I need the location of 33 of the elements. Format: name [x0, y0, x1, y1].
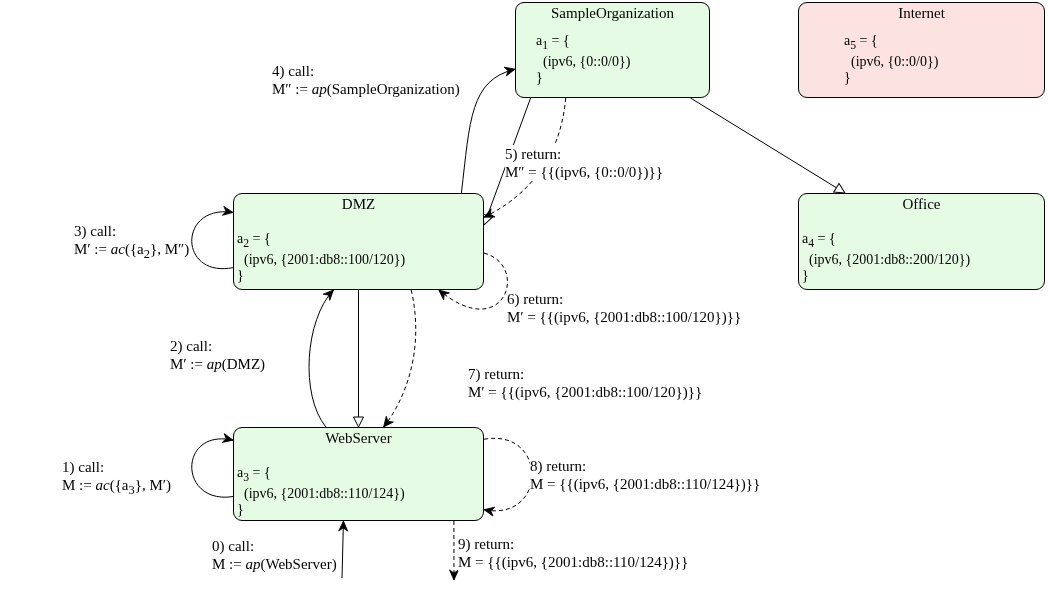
arrow [460, 67, 516, 194]
state-box [233, 193, 484, 290]
arrow [308, 289, 334, 428]
arrow [338, 520, 349, 579]
box-title: Internet [898, 5, 945, 22]
edge-label: 8) return: M = {{(ipv6, {2001:db8::110/124})}} [530, 457, 761, 493]
address-set: a$_{3}$ = { (ipv6, {2001:db8::110/124}) } [237, 465, 405, 518]
self-loop-arrow [191, 434, 234, 498]
box-title: DMZ [341, 196, 376, 213]
box-title: WebServer [325, 430, 392, 447]
edge-label: 5) return: M″ = {{(ipv6, {0::0/0})}} [505, 145, 663, 181]
edge-label: 4) call: M″ := ap(SampleOrganization) [272, 62, 460, 98]
arrow [353, 289, 364, 428]
self-loop-arrow [191, 207, 234, 270]
edge-label: 2) call: M′ := ap(DMZ) [170, 337, 266, 373]
address-set: a$_{2}$ = { (ipv6, {2001:db8::100/120}) } [237, 231, 406, 284]
edge-label: 0) call: M := ap(WebServer) [212, 537, 337, 573]
address-set: a$_{1}$ = { (ipv6, {0::0/0}) } [536, 33, 631, 86]
address-set: a$_{5}$ = { (ipv6, {0::0/0}) } [844, 33, 939, 86]
self-loop-arrow [438, 252, 508, 310]
box-title: SampleOrganization [551, 5, 674, 22]
box-title: Office [902, 196, 941, 213]
edge-label: 6) return: M′ = {{(ipv6, {2001:db8::100/120})}} [507, 290, 742, 326]
edge-label: 7) return: M′ = {{(ipv6, {2001:db8::100/120})}} [468, 365, 703, 401]
state-box [233, 427, 484, 521]
state-box [798, 193, 1045, 290]
state-box [515, 2, 710, 98]
address-set: a$_{4}$ = { (ipv6, {2001:db8::200/120}) } [802, 231, 971, 284]
arrow [690, 97, 846, 194]
edge-label: 9) return: M = {{(ipv6, {2001:db8::110/124})}} [458, 535, 689, 571]
dashed-arrow [449, 520, 459, 581]
state-box [798, 2, 1045, 98]
dashed-arrow [383, 289, 417, 428]
